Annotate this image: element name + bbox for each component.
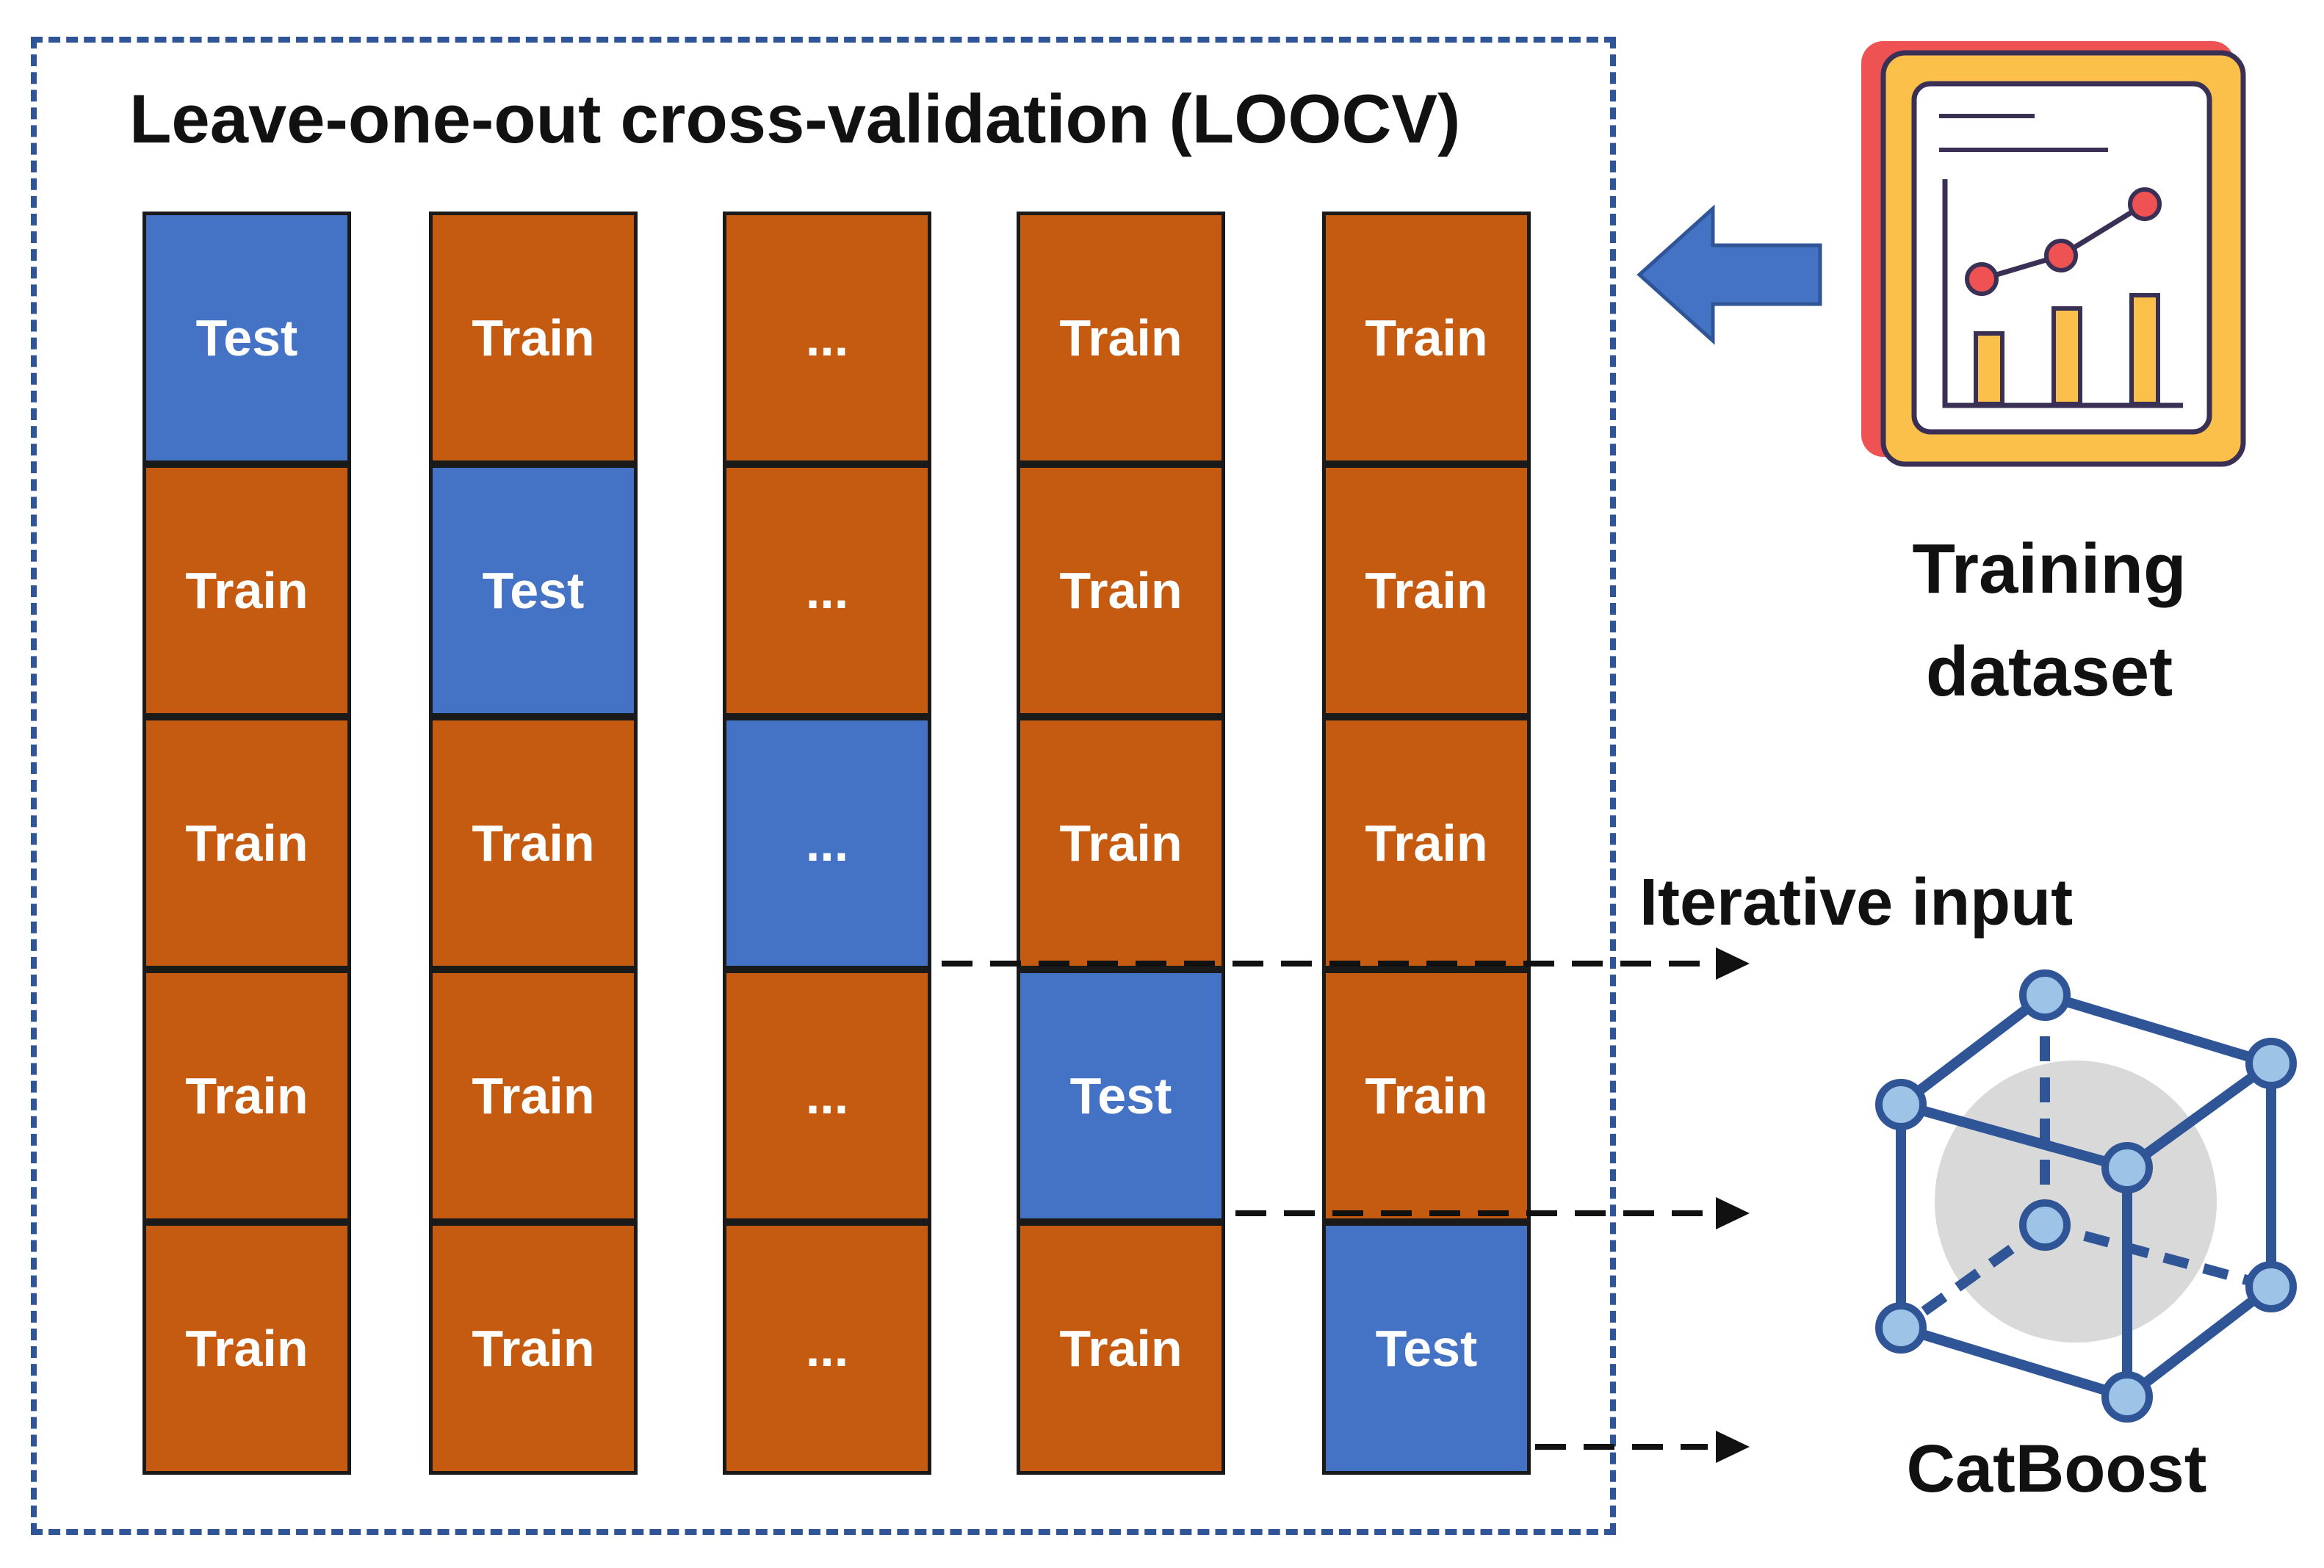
fold-cell-col1-row5: Train — [142, 1222, 351, 1475]
training-dataset-label: Training dataset — [1851, 518, 2248, 723]
iterative-arrow-1 — [942, 947, 1750, 980]
training-dataset-chart-icon — [1861, 41, 2246, 467]
fold-cell-col4-row4: Test — [1017, 969, 1225, 1222]
fold-cell-col1-row3: Train — [142, 717, 351, 969]
fold-cell-col2-row3: Train — [429, 717, 638, 969]
fold-cell-col2-row4: Train — [429, 969, 638, 1222]
fold-cell-col5-row2: Train — [1322, 464, 1531, 717]
fold-cell-col4-row2: Train — [1017, 464, 1225, 717]
loocv-frame — [31, 37, 1616, 1535]
iterative-arrow-3 — [1535, 1431, 1750, 1463]
fold-cell-col3-row5: ... — [723, 1222, 931, 1475]
fold-cell-col1-row1: Test — [142, 212, 351, 464]
iterative-input-label: Iterative input — [1639, 866, 2074, 939]
training-dataset-label-line1: Training — [1912, 530, 2187, 608]
fold-cell-col4-row3: Train — [1017, 717, 1225, 969]
fold-cell-col3-row1: ... — [723, 212, 931, 464]
catboost-label: CatBoost — [1906, 1431, 2207, 1506]
fold-cell-col1-row2: Train — [142, 464, 351, 717]
training-dataset-label-line2: dataset — [1925, 632, 2173, 711]
fold-cell-col3-row4: ... — [723, 969, 931, 1222]
fold-cell-col3-row3: ... — [723, 717, 931, 969]
left-arrow-icon — [1636, 204, 1822, 345]
fold-cell-col4-row5: Train — [1017, 1222, 1225, 1475]
fold-cell-col1-row4: Train — [142, 969, 351, 1222]
fold-cell-col4-row1: Train — [1017, 212, 1225, 464]
catboost-cube-icon — [1875, 969, 2297, 1423]
fold-cell-col2-row5: Train — [429, 1222, 638, 1475]
fold-cell-col5-row5: Test — [1322, 1222, 1531, 1475]
diagram-title: Leave-one-out cross-validation (LOOCV) — [129, 80, 1461, 157]
fold-cell-col5-row3: Train — [1322, 717, 1531, 969]
fold-cell-col2-row1: Train — [429, 212, 638, 464]
fold-cell-col5-row4: Train — [1322, 969, 1531, 1222]
fold-cell-col5-row1: Train — [1322, 212, 1531, 464]
iterative-arrow-2 — [1235, 1197, 1750, 1229]
fold-cell-col2-row2: Test — [429, 464, 638, 717]
fold-cell-col3-row2: ... — [723, 464, 931, 717]
